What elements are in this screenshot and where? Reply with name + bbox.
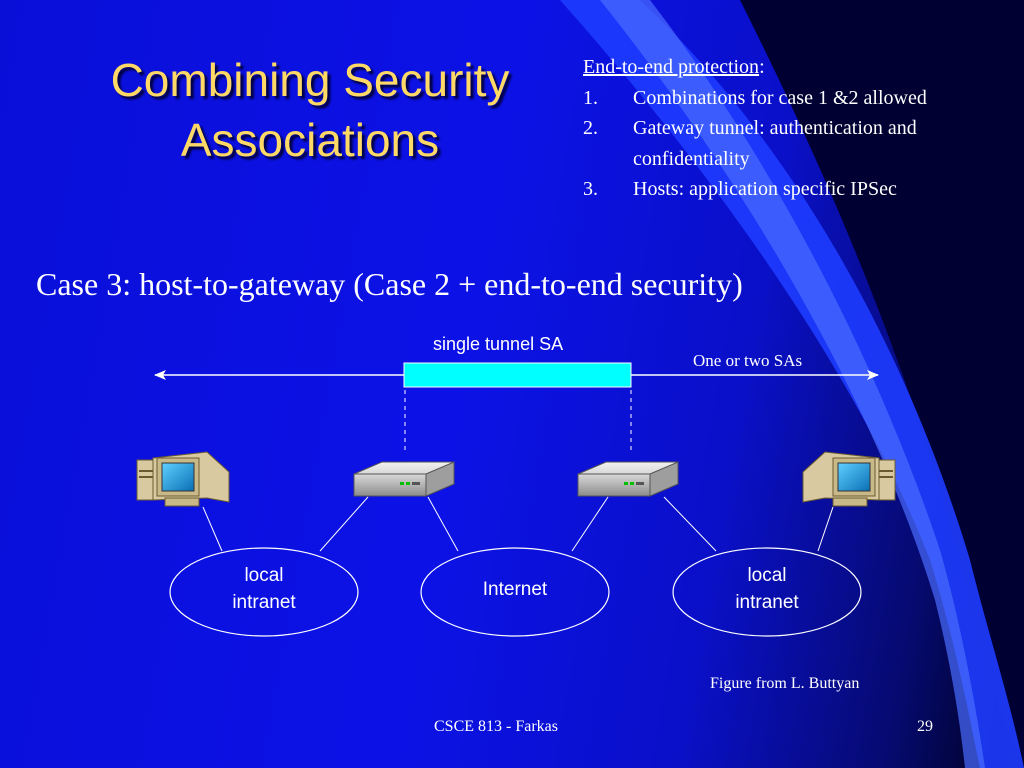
list-item: 2. Gateway tunnel: authentication and co… (583, 113, 1023, 174)
end-to-end-heading-text: End-to-end protection (583, 56, 760, 78)
link-left-gateway-internet (427, 496, 459, 552)
internet-ellipse (420, 547, 610, 637)
router-icon (353, 461, 455, 497)
list-item: 1. Combinations for case 1 &2 allowed (583, 83, 1023, 114)
page-number: 29 (917, 718, 933, 735)
connectors (202, 496, 834, 552)
list-item-number: 2. (583, 117, 598, 139)
list-item-text: Combinations for case 1 &2 allowed (633, 86, 927, 109)
end-to-end-protection-list: End-to-end protection: 1. Combinations f… (583, 52, 1023, 205)
list-item-number: 3. (583, 178, 598, 200)
list-item-number: 1. (583, 86, 598, 109)
list-item-text: Hosts: application specific IPSec (633, 178, 897, 200)
link-left-host (202, 506, 223, 552)
tunnel-label: single tunnel SA (433, 334, 564, 354)
left-intranet-label: local intranet (232, 565, 296, 613)
sa-label: One or two SAs (693, 351, 803, 370)
left-intranet-ellipse (169, 547, 359, 637)
slide-title: Combining Security Associations (110, 54, 510, 166)
link-right-gateway-internet (571, 496, 609, 552)
link-right-gateway-intranet (663, 496, 717, 552)
desktop-computer-icon (802, 451, 896, 507)
case-heading: Case 3: host-to-gateway (Case 2 + end-to… (36, 266, 743, 302)
router-icon (577, 461, 679, 497)
link-left-gateway-intranet (319, 496, 369, 552)
figure-credit: Figure from L. Buttyan (710, 675, 860, 692)
right-intranet-ellipse (672, 547, 862, 637)
link-right-host (817, 506, 834, 552)
footer-course: CSCE 813 - Farkas (434, 718, 558, 735)
list-item-text: Gateway tunnel: authentication and confi… (633, 117, 917, 170)
right-intranet-label: local intranet (735, 565, 799, 613)
desktop-computer-icon (136, 451, 230, 507)
list-item: 3. Hosts: application specific IPSec (583, 174, 1023, 205)
end-to-end-heading: End-to-end protection: (583, 52, 1023, 83)
end-to-end-heading-colon: : (759, 56, 765, 78)
internet-label: Internet (482, 579, 548, 600)
tunnel-bar (403, 362, 632, 388)
